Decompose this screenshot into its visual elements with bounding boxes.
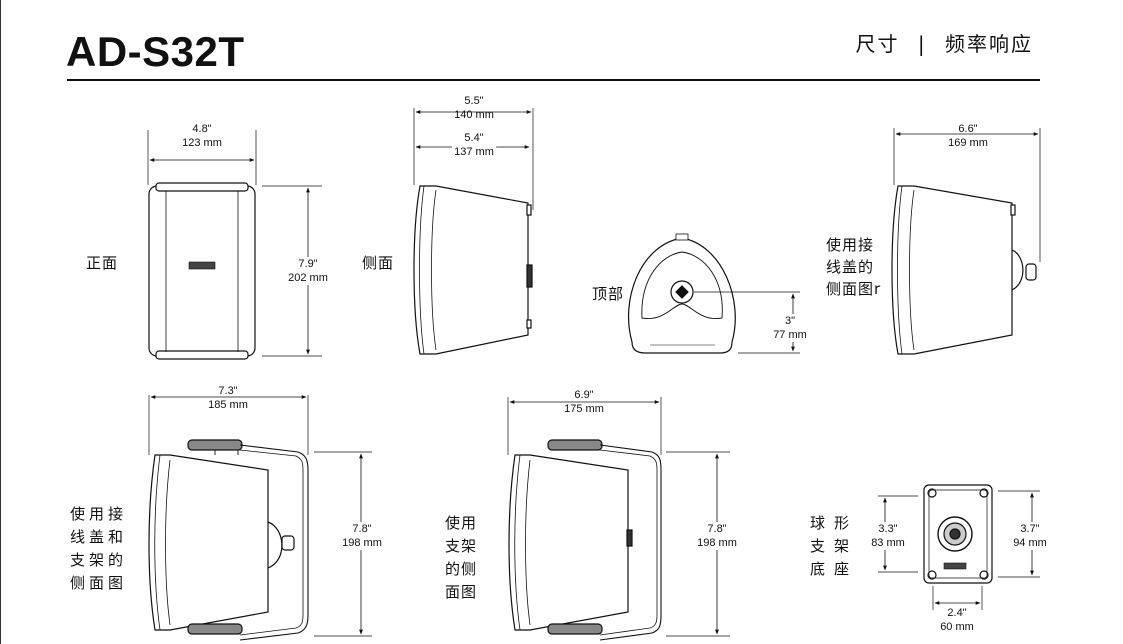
side-cover-bracket-drawing [148, 395, 372, 641]
side-depth-mm: 140 mm [454, 109, 494, 121]
ball-mount-bottom-mm: 60 mm [940, 621, 974, 633]
side-bracket-width-mm: 175 mm [564, 403, 604, 415]
section-separator: | [917, 32, 927, 56]
header-rule [67, 79, 1040, 81]
top-dimension: 3" 77 mm [771, 314, 809, 342]
front-height-mm: 202 mm [288, 272, 328, 284]
page-title: AD-S32T [66, 28, 245, 75]
side-bracket-label-line: 使用 [445, 514, 478, 532]
side-cover-view-label: 使用接 线盖的 侧面图r [826, 234, 881, 300]
side-cover-bracket-height-in: 7.8" [352, 523, 372, 535]
side-bracket-height-in: 7.8" [707, 523, 727, 535]
top-dim-mm: 77 mm [773, 329, 807, 341]
front-height-dimension: 7.9" 202 mm [286, 257, 330, 285]
ball-mount-left-in: 3.3" [878, 523, 898, 535]
ball-mount-label-line: 支架 [810, 537, 859, 555]
side-cover-label-line: 侧面图r [826, 280, 882, 298]
side-view-label: 侧面 [362, 254, 395, 272]
ball-mount-label-line: 底座 [810, 560, 859, 578]
side-depth2-mm: 137 mm [454, 146, 494, 158]
ball-mount-left-dimension: 3.3" 83 mm [869, 522, 907, 550]
top-view-drawing [628, 233, 800, 354]
side-cover-bracket-label-line: 支架的 [70, 551, 128, 569]
top-dim-in: 3" [784, 315, 796, 327]
side-bracket-height-mm: 198 mm [697, 537, 737, 549]
side-cover-label-line: 线盖的 [826, 258, 875, 276]
side-cover-bracket-width-in: 7.3" [218, 385, 238, 397]
section-header: 尺寸 | 频率响应 [856, 30, 1033, 58]
side-depth2-in: 5.4" [464, 132, 484, 144]
side-cover-bracket-height-mm: 198 mm [342, 537, 382, 549]
front-width-in: 4.8" [192, 123, 212, 135]
side-cover-bracket-label: 使用接 线盖和 支架的 侧面图 [70, 503, 127, 595]
side-cover-bracket-width-mm: 185 mm [208, 399, 248, 411]
page-edge [0, 0, 1, 644]
side-cover-bracket-label-line: 使用接 [70, 505, 128, 523]
ball-mount-bottom-dimension: 2.4" 60 mm [940, 606, 974, 634]
top-view-label: 顶部 [592, 285, 625, 303]
ball-mount-drawing [878, 484, 1040, 610]
side-cover-bracket-width-dimension: 7.3" 185 mm [208, 384, 248, 412]
ball-mount-bottom-in: 2.4" [947, 607, 967, 619]
front-height-in: 7.9" [298, 258, 318, 270]
front-width-mm: 123 mm [182, 137, 222, 149]
ball-mount-label: 球形 支架 底座 [810, 512, 858, 581]
side-depth-in: 5.5" [464, 95, 484, 107]
ball-mount-right-dimension: 3.7" 94 mm [1011, 522, 1049, 550]
ball-mount-label-line: 球形 [810, 514, 859, 532]
side-cover-depth-dimension: 6.6" 169 mm [948, 122, 988, 150]
ball-mount-right-mm: 94 mm [1013, 537, 1047, 549]
side-cover-label-line: 使用接 [826, 236, 875, 254]
side-bracket-label-line: 面图 [445, 583, 478, 601]
front-view-drawing [147, 130, 322, 360]
side-bracket-drawing [507, 397, 730, 641]
ball-mount-right-in: 3.7" [1020, 523, 1040, 535]
side-cover-depth-mm: 169 mm [948, 137, 988, 149]
side-bracket-width-dimension: 6.9" 175 mm [564, 388, 604, 416]
side-bracket-height-dimension: 7.8" 198 mm [695, 522, 739, 550]
side-cover-bracket-label-line: 侧面图 [70, 574, 128, 592]
side-bracket-label: 使用 支架 的侧 面图 [445, 512, 477, 604]
front-width-dimension: 4.8" 123 mm [182, 122, 222, 150]
side-depth2-dimension: 5.4" 137 mm [452, 131, 496, 159]
ball-mount-left-mm: 83 mm [871, 537, 905, 549]
section-frequency-response: 频率响应 [945, 32, 1033, 56]
side-bracket-label-line: 的侧 [445, 560, 478, 578]
side-cover-view-drawing [891, 128, 1041, 355]
side-depth-dimension: 5.5" 140 mm [454, 94, 494, 122]
front-view-label: 正面 [86, 254, 119, 272]
side-cover-bracket-label-line: 线盖和 [70, 528, 128, 546]
section-dimensions: 尺寸 [855, 32, 900, 56]
side-bracket-width-in: 6.9" [574, 389, 594, 401]
side-bracket-label-line: 支架 [445, 537, 478, 555]
side-cover-depth-in: 6.6" [958, 123, 978, 135]
side-cover-bracket-height-dimension: 7.8" 198 mm [340, 522, 384, 550]
